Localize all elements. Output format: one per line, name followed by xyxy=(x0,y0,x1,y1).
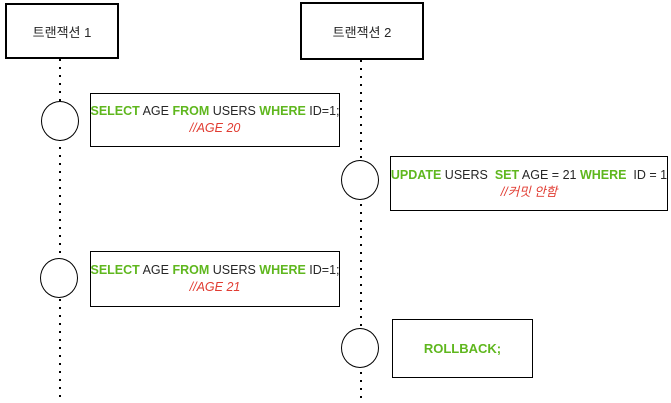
sql-comment: //커밋 안함 xyxy=(500,184,558,199)
sql-comment: //AGE 20 xyxy=(189,121,241,135)
timeline-node-1 xyxy=(41,101,79,141)
sql-statement: ROLLBACK; xyxy=(423,341,502,356)
transaction-1-lifeline xyxy=(59,59,61,399)
timeline-node-3 xyxy=(40,258,78,298)
sql-box-select-age-21: SELECT AGE FROM USERS WHERE ID=1; //AGE … xyxy=(90,251,340,307)
timeline-node-2 xyxy=(341,160,379,200)
timeline-node-4 xyxy=(341,328,379,368)
transaction-1-label: 트랜잭션 1 xyxy=(32,24,92,40)
sql-comment: //AGE 21 xyxy=(189,280,241,294)
transaction-2-label: 트랜잭션 2 xyxy=(332,24,392,40)
transaction-1-box: 트랜잭션 1 xyxy=(5,3,119,59)
transaction-2-lifeline xyxy=(360,60,362,401)
sql-box-select-age-20: SELECT AGE FROM USERS WHERE ID=1; //AGE … xyxy=(90,93,340,147)
sql-statement: UPDATE USERS SET AGE = 21 WHERE ID = 1 xyxy=(390,167,668,182)
sql-statement: SELECT AGE FROM USERS WHERE ID=1; xyxy=(90,263,340,277)
sql-statement: SELECT AGE FROM USERS WHERE ID=1; xyxy=(90,104,340,118)
sql-box-rollback: ROLLBACK; xyxy=(392,319,533,378)
sql-box-update-no-commit: UPDATE USERS SET AGE = 21 WHERE ID = 1 /… xyxy=(390,156,668,211)
transaction-2-box: 트랜잭션 2 xyxy=(300,2,424,60)
